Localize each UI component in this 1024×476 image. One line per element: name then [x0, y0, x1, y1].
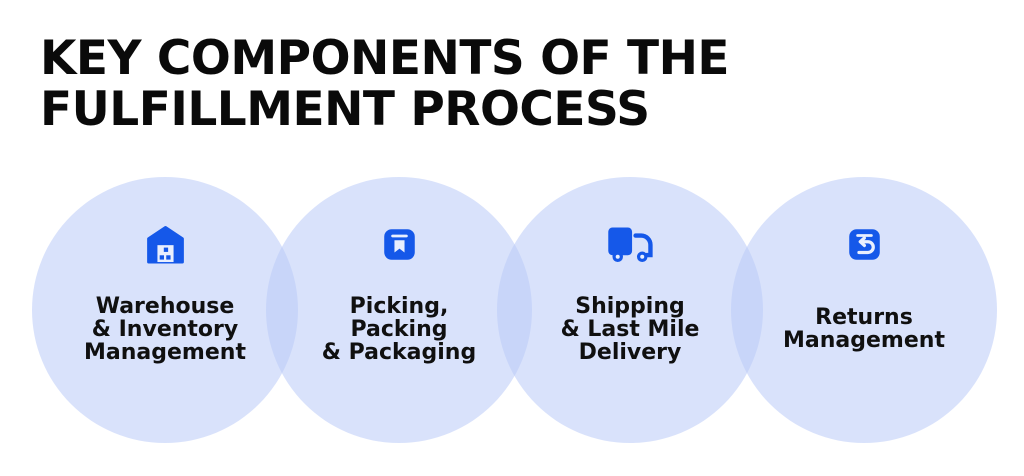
component-label-line: Delivery	[578, 339, 682, 365]
component-label: Picking, Packing & Packaging	[266, 285, 532, 373]
component-cell-picking: Picking, Packing & Packaging	[266, 177, 532, 443]
component-circle-picking	[266, 177, 532, 443]
page-title-line-2: FULFILLMENT PROCESS	[40, 82, 650, 137]
component-circle-shipping	[497, 177, 763, 443]
component-label: Warehouse & Inventory Management	[32, 285, 298, 373]
component-label: Shipping & Last Mile Delivery	[497, 285, 763, 373]
delivery-truck-icon	[497, 217, 763, 271]
package-icon	[266, 217, 532, 271]
component-label-line: Picking,	[349, 293, 449, 319]
component-cell-warehouse: Warehouse & Inventory Management	[32, 177, 298, 443]
component-label-line: Management	[783, 328, 945, 353]
component-label-line: Packing	[350, 316, 448, 342]
return-icon	[731, 217, 997, 271]
component-label-line: & Last Mile	[560, 316, 700, 342]
warehouse-icon	[32, 217, 298, 271]
component-label: Returns Management	[731, 285, 997, 373]
component-circle-returns	[731, 177, 997, 443]
component-label-line: Returns	[815, 305, 913, 330]
component-label-line: & Packaging	[321, 339, 477, 365]
component-label-line: Shipping	[575, 293, 685, 319]
component-label-line: Warehouse	[95, 293, 235, 319]
page-title: KEY COMPONENTS OF THE FULFILLMENT PROCES…	[40, 31, 730, 137]
component-cell-shipping: Shipping & Last Mile Delivery	[497, 177, 763, 443]
component-cell-returns: Returns Management	[731, 177, 997, 443]
page-title-line-1: KEY COMPONENTS OF THE	[40, 31, 730, 86]
component-circle-warehouse	[32, 177, 298, 443]
component-label-line: & Inventory	[91, 316, 239, 342]
component-label-line: Management	[84, 339, 246, 365]
